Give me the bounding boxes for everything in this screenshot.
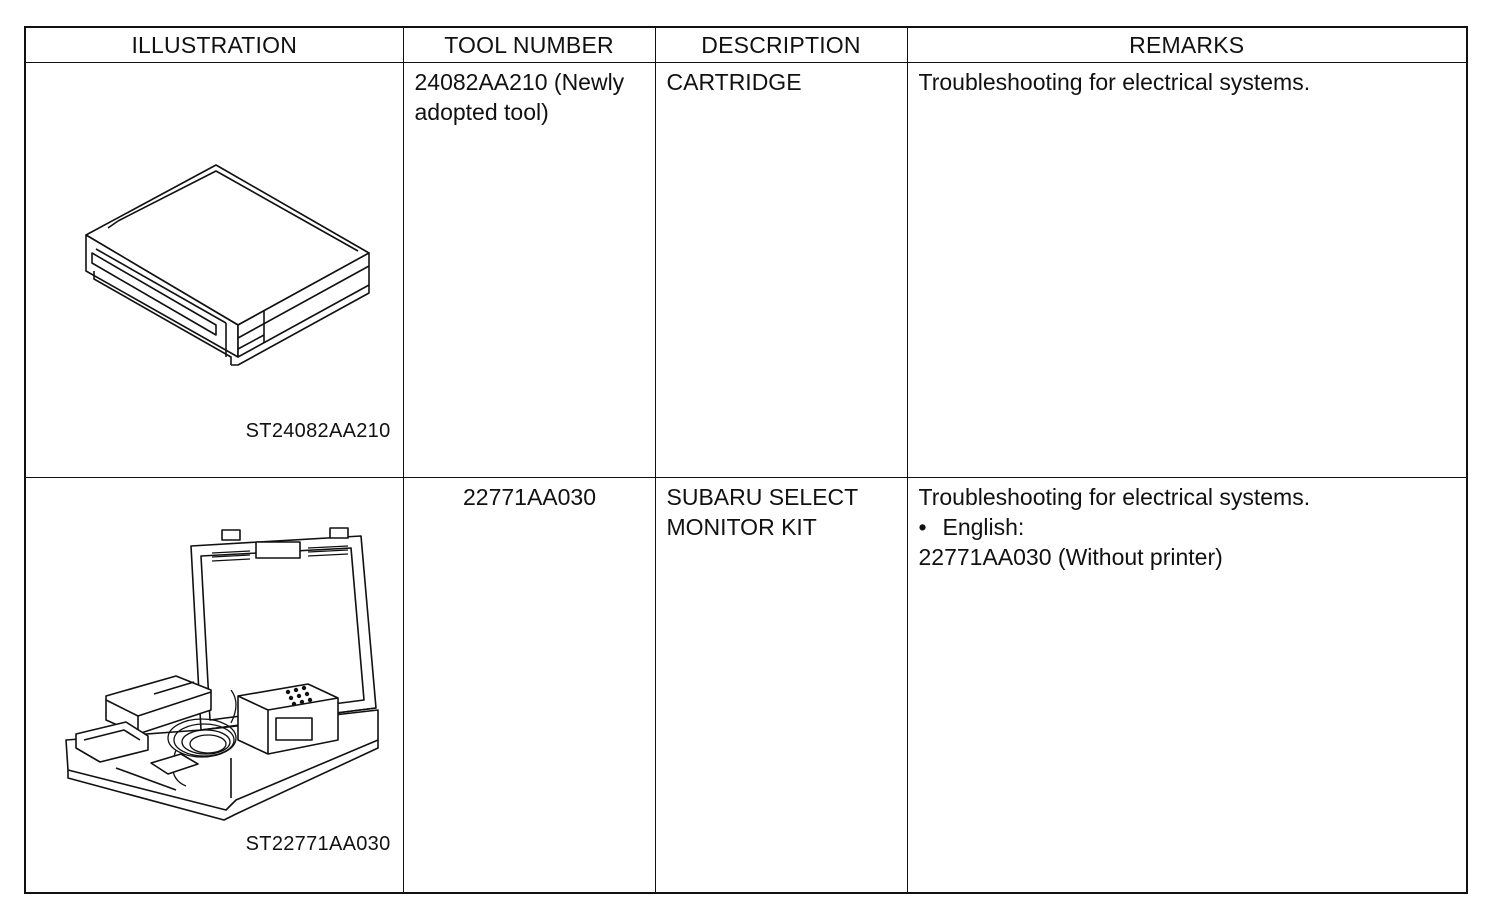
table-header-row: ILLUSTRATION TOOL NUMBER DESCRIPTION REM… bbox=[24, 26, 1468, 63]
tool-number: 22771AA030 bbox=[462, 484, 596, 510]
remarks-line: 22771AA030 (Without printer) bbox=[918, 544, 1223, 570]
remarks-cell: Troubleshooting for electrical systems. … bbox=[906, 477, 1468, 893]
remarks-line: Troubleshooting for electrical systems. bbox=[918, 484, 1311, 510]
special-tools-table: ILLUSTRATION TOOL NUMBER DESCRIPTION REM… bbox=[24, 26, 1468, 894]
bullet-icon: • bbox=[918, 514, 927, 540]
remarks-bullet-line: • English: bbox=[919, 512, 1457, 542]
table-row: ST22771AA030 22771AA030 SUBARU SELECT MO… bbox=[24, 477, 1468, 893]
illustration-caption: ST22771AA030 bbox=[245, 832, 391, 855]
illustration-cell: ST24082AA210 bbox=[24, 62, 404, 478]
illustration-caption: ST24082AA210 bbox=[245, 420, 391, 442]
tool-number-cell: 24082AA210 (Newly adopted tool) bbox=[402, 62, 656, 478]
cartridge-drawing-icon bbox=[85, 164, 370, 366]
description: SUBARU SELECT MONITOR KIT bbox=[666, 484, 858, 540]
header-tool-number: TOOL NUMBER bbox=[402, 26, 656, 63]
remarks-cell: Troubleshooting for electrical systems. bbox=[906, 62, 1468, 478]
header-illustration: ILLUSTRATION bbox=[24, 26, 404, 63]
illustration-cell: ST22771AA030 bbox=[24, 477, 404, 893]
remarks-line: Troubleshooting for electrical systems. bbox=[918, 69, 1311, 95]
description: CARTRIDGE bbox=[666, 69, 802, 95]
tool-number: 24082AA210 (Newly adopted tool) bbox=[414, 69, 625, 125]
tool-number-cell: 22771AA030 bbox=[402, 477, 656, 893]
description-cell: CARTRIDGE bbox=[654, 62, 908, 478]
remarks-line: English: bbox=[942, 514, 1025, 540]
header-description: DESCRIPTION bbox=[654, 26, 908, 63]
monitor-kit-case-icon bbox=[65, 527, 379, 821]
description-cell: SUBARU SELECT MONITOR KIT bbox=[654, 477, 908, 893]
table-row: ST24082AA210 24082AA210 (Newly adopted t… bbox=[24, 62, 1468, 478]
header-remarks: REMARKS bbox=[906, 26, 1468, 63]
